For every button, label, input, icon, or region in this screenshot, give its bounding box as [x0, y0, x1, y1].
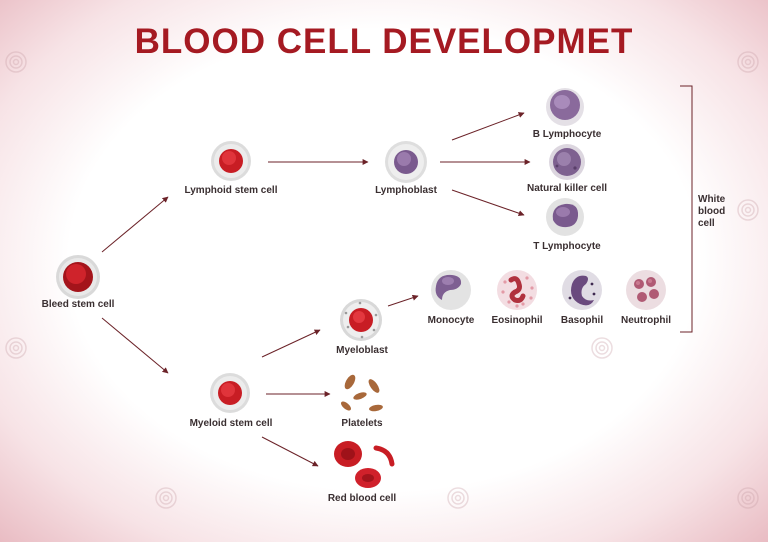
label-eosinophil: Eosinophil	[491, 315, 543, 326]
label-myeloid-stem-cell: Myeloid stem cell	[189, 418, 273, 429]
spiral-icon	[5, 337, 27, 359]
wbc-bracket	[680, 85, 693, 333]
label-lymphoblast: Lymphoblast	[375, 185, 437, 196]
label-myeloblast: Myeloblast	[336, 345, 388, 356]
monocyte-icon	[431, 270, 471, 310]
spiral-icon	[737, 51, 759, 73]
eosinophil-icon	[497, 270, 537, 310]
label-platelets: Platelets	[341, 418, 383, 429]
spiral-icon	[737, 199, 759, 221]
spiral-icon	[591, 337, 613, 359]
label-basophil: Basophil	[560, 315, 604, 326]
myeloblast-icon	[340, 299, 382, 341]
neutrophil-icon	[626, 270, 666, 310]
label-lymphoid-stem-cell: Lymphoid stem cell	[184, 185, 278, 196]
stem-cell-icon	[56, 255, 100, 299]
arrow-lymphoblast-to-t	[451, 189, 525, 217]
arrow-stem-to-myeloid	[101, 317, 169, 374]
label-white-blood-cell: White blood cell	[698, 194, 726, 229]
label-neutrophil: Neutrophil	[621, 315, 671, 326]
spiral-icon	[737, 487, 759, 509]
red-blood-cell-icon	[334, 441, 395, 488]
arrow-stem-to-lymphoid	[101, 196, 169, 253]
label-natural-killer-cell: Natural killer cell	[526, 183, 608, 194]
b-lymphocyte-icon	[546, 88, 584, 126]
lymphoblast-icon	[385, 141, 427, 183]
label-t-lymphocyte: T Lymphocyte	[533, 241, 601, 252]
arrow-myeloid-to-myeloblast	[261, 329, 321, 358]
spiral-icon	[447, 487, 469, 509]
label-red-blood-cell: Red blood cell	[327, 493, 397, 504]
label-monocyte: Monocyte	[427, 315, 475, 326]
spiral-icon	[5, 51, 27, 73]
label-b-lymphocyte: B Lymphocyte	[532, 129, 602, 140]
myeloid-stem-cell-icon	[210, 373, 250, 413]
t-lymphocyte-icon	[546, 198, 584, 236]
arrow-myeloid-to-rbc	[261, 436, 319, 467]
arrow-myeloblast-to-granulocytes	[387, 294, 419, 307]
platelets-icon	[341, 374, 383, 412]
arrow-lymphoblast-to-b	[451, 112, 525, 141]
spiral-icon	[155, 487, 177, 509]
natural-killer-cell-icon	[549, 144, 585, 180]
basophil-icon	[562, 270, 602, 310]
diagram-title: BLOOD CELL DEVELOPMET	[134, 22, 634, 61]
lymphoid-stem-cell-icon	[211, 141, 251, 181]
label-bleed-stem-cell: Bleed stem cell	[41, 299, 115, 310]
